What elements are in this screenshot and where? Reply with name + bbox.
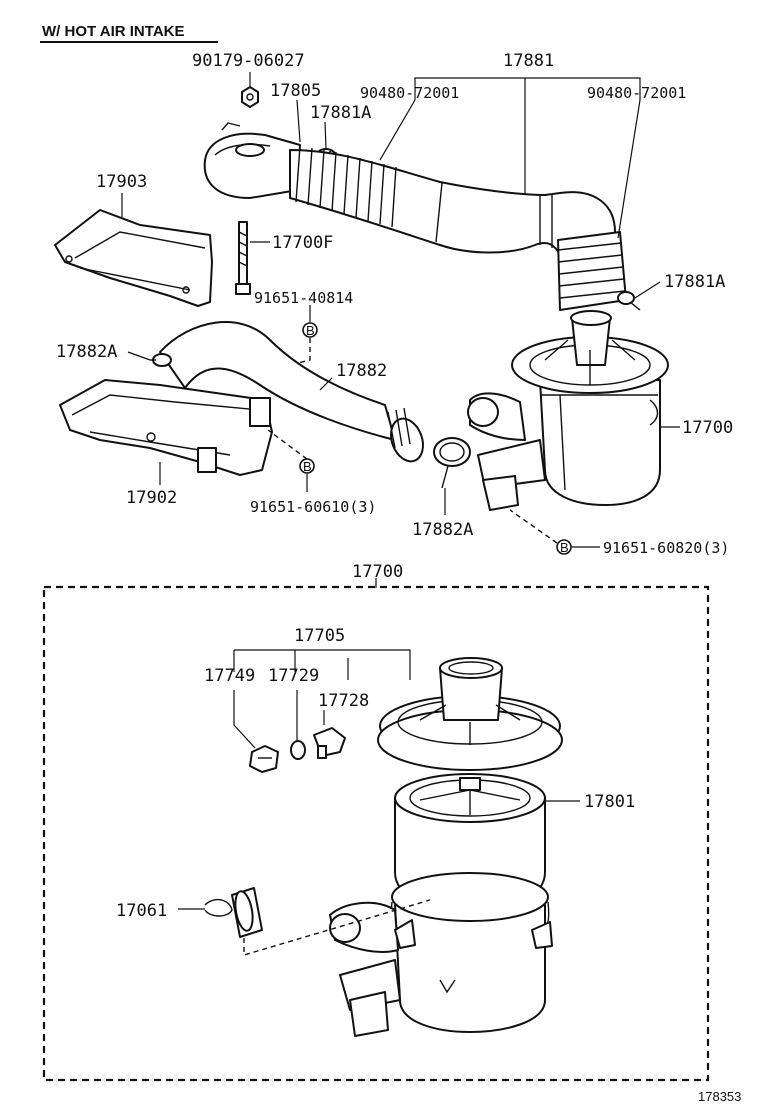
bracket-17902 bbox=[59, 379, 273, 476]
label-90179-06027: 90179-06027 bbox=[192, 51, 305, 71]
label-17903: 17903 bbox=[96, 172, 147, 192]
leader-17881A-upper bbox=[324, 121, 327, 149]
hose-vertical-section bbox=[557, 231, 627, 311]
label-90480-72001-b: 90480-72001 bbox=[587, 84, 686, 102]
label-17882A-left: 17882A bbox=[56, 342, 117, 362]
label-17700-box: 17700 bbox=[352, 562, 403, 582]
svg-text:B: B bbox=[306, 323, 315, 338]
clamp-17882A-bottom bbox=[433, 437, 471, 489]
element-17061 bbox=[204, 887, 263, 938]
section-title: W/ HOT AIR INTAKE bbox=[42, 23, 185, 40]
label-17749: 17749 bbox=[204, 666, 255, 686]
label-17902: 17902 bbox=[126, 488, 177, 508]
intake-housing-17805 bbox=[203, 122, 301, 199]
heat-shield-17903 bbox=[54, 209, 213, 307]
leader-17749 bbox=[233, 690, 256, 749]
clamp-17881A-right bbox=[617, 291, 641, 311]
label-17700-top: 17700 bbox=[682, 418, 733, 438]
reference-number: 178353 bbox=[698, 1089, 741, 1104]
label-17061: 17061 bbox=[116, 901, 167, 921]
label-91651-60820: 91651-60820(3) bbox=[603, 539, 729, 557]
nut-90179-06027 bbox=[241, 86, 259, 108]
leader-17882 bbox=[319, 377, 333, 391]
label-17882: 17882 bbox=[336, 361, 387, 381]
label-17881: 17881 bbox=[503, 51, 554, 71]
leader-17881-bracket bbox=[414, 77, 641, 100]
cleaner-body-lower bbox=[329, 872, 553, 1037]
dash-path-17061 bbox=[243, 899, 431, 956]
label-17882A-bottom: 17882A bbox=[412, 520, 473, 540]
label-17801: 17801 bbox=[584, 792, 635, 812]
clamp-17882A-left bbox=[150, 353, 172, 367]
gasket-17729 bbox=[290, 740, 306, 760]
bolt-marker-mid: B bbox=[299, 458, 315, 474]
label-91651-40814: 91651-40814 bbox=[254, 289, 353, 307]
svg-text:B: B bbox=[303, 459, 312, 474]
leader-17882A-left bbox=[127, 351, 151, 361]
valve-17728 bbox=[313, 727, 346, 759]
exploded-view-frame bbox=[42, 585, 710, 1082]
label-17728: 17728 bbox=[318, 691, 369, 711]
leader-17881A-right bbox=[634, 281, 661, 299]
hose-17882 bbox=[159, 321, 424, 463]
label-90480-72001-a: 90480-72001 bbox=[360, 84, 459, 102]
label-17805: 17805 bbox=[270, 81, 321, 101]
bolt-marker-lower: B bbox=[556, 539, 572, 555]
label-91651-60610: 91651-60610(3) bbox=[250, 498, 376, 516]
bolt-path-mid bbox=[267, 429, 308, 460]
leader-90480-72001-b bbox=[617, 99, 641, 239]
leader-17705-bracket bbox=[234, 649, 411, 680]
label-17881A-top: 17881A bbox=[310, 103, 371, 123]
label-17705: 17705 bbox=[294, 626, 345, 646]
clip-17749 bbox=[249, 745, 279, 773]
cover-17705 bbox=[377, 657, 563, 771]
svg-text:B: B bbox=[560, 540, 569, 555]
air-cleaner-17700-upper bbox=[467, 310, 669, 511]
stud-bolt-17700F bbox=[235, 221, 251, 295]
bolt-path-lower bbox=[509, 509, 558, 544]
bolt-marker-upper: B bbox=[302, 322, 318, 338]
leader-90480-72001-a bbox=[379, 99, 416, 161]
label-17729: 17729 bbox=[268, 666, 319, 686]
leader-17805 bbox=[296, 99, 301, 143]
label-17700F: 17700F bbox=[272, 233, 333, 253]
label-17881A-right: 17881A bbox=[664, 272, 725, 292]
